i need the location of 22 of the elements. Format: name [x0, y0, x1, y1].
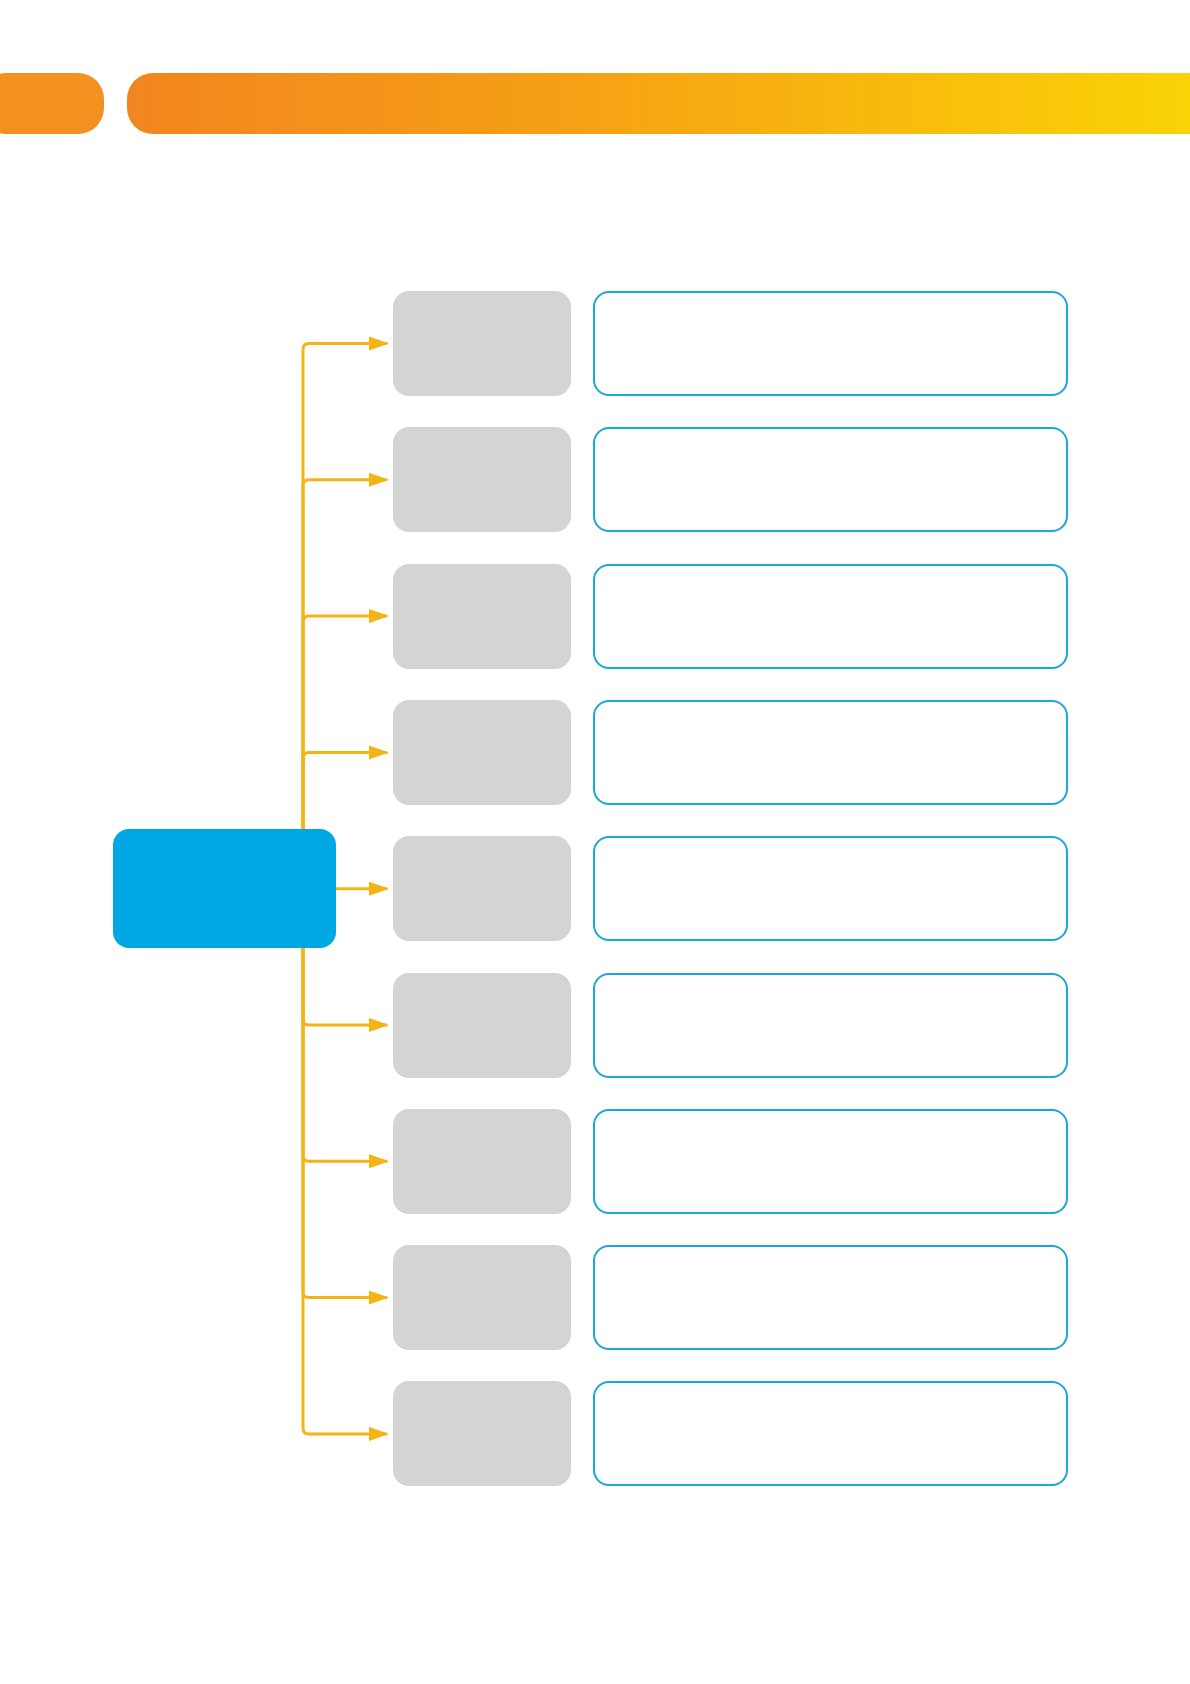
- arrow: [336, 881, 389, 896]
- category-box: [393, 1245, 571, 1351]
- category-box: [393, 291, 571, 396]
- description-box: [593, 972, 1068, 1078]
- category-box: [393, 563, 571, 669]
- category-box: [393, 972, 571, 1078]
- category-box: [393, 836, 571, 942]
- arrow: [301, 745, 389, 829]
- description-box: [593, 1108, 1068, 1214]
- root-box: [113, 829, 336, 948]
- description-box: [593, 1245, 1068, 1351]
- description-box: [593, 836, 1068, 942]
- description-box: [593, 291, 1068, 396]
- arrow: [301, 948, 389, 1441]
- category-box: [393, 1108, 571, 1214]
- description-box: [593, 427, 1068, 533]
- description-box: [593, 563, 1068, 669]
- category-box: [393, 699, 571, 805]
- category-box: [393, 427, 571, 533]
- description-box: [593, 699, 1068, 805]
- description-box: [593, 1381, 1068, 1487]
- category-box: [393, 1381, 571, 1487]
